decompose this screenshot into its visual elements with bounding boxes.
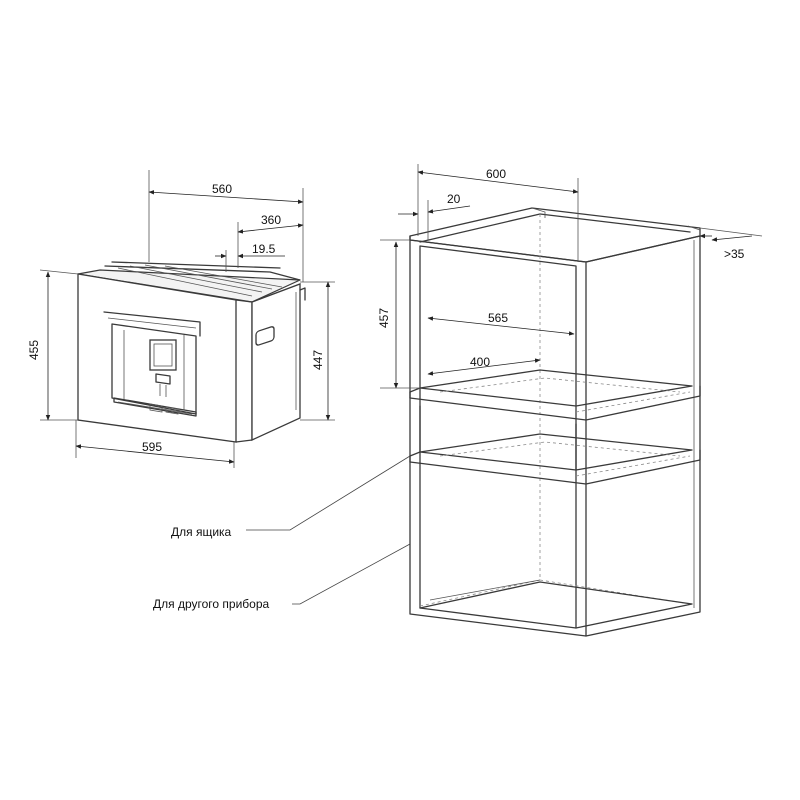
dim-455: 455 [27, 340, 41, 360]
upper-shelf [419, 369, 693, 407]
dim-560: 560 [212, 182, 232, 196]
dim-400: 400 [470, 355, 490, 369]
cabinet-dimensions: 600 20 >35 457 565 400 [377, 164, 763, 389]
side-handle [255, 326, 275, 346]
dim-20: 20 [447, 192, 461, 206]
coffee-machine-drawing [77, 261, 306, 443]
dim-447: 447 [311, 350, 325, 370]
machine-side-panel [251, 283, 301, 442]
drawer-divider [419, 433, 693, 471]
machine-dimensions: 560 360 19.5 455 447 595 [27, 170, 335, 468]
cabinet-drawing [409, 207, 701, 637]
dim-600: 600 [486, 167, 506, 181]
dim-19-5: 19.5 [252, 242, 276, 256]
cabinet-front-frame [409, 239, 587, 637]
dim-360: 360 [261, 213, 281, 227]
dim-595: 595 [142, 440, 162, 454]
callouts: Для ящика Для другого прибора [153, 455, 411, 611]
label-other-appliance: Для другого прибора [153, 597, 270, 611]
dim-clearance: >35 [724, 247, 745, 261]
dim-565: 565 [488, 311, 508, 325]
label-drawer: Для ящика [171, 525, 232, 539]
dim-457: 457 [377, 308, 391, 328]
